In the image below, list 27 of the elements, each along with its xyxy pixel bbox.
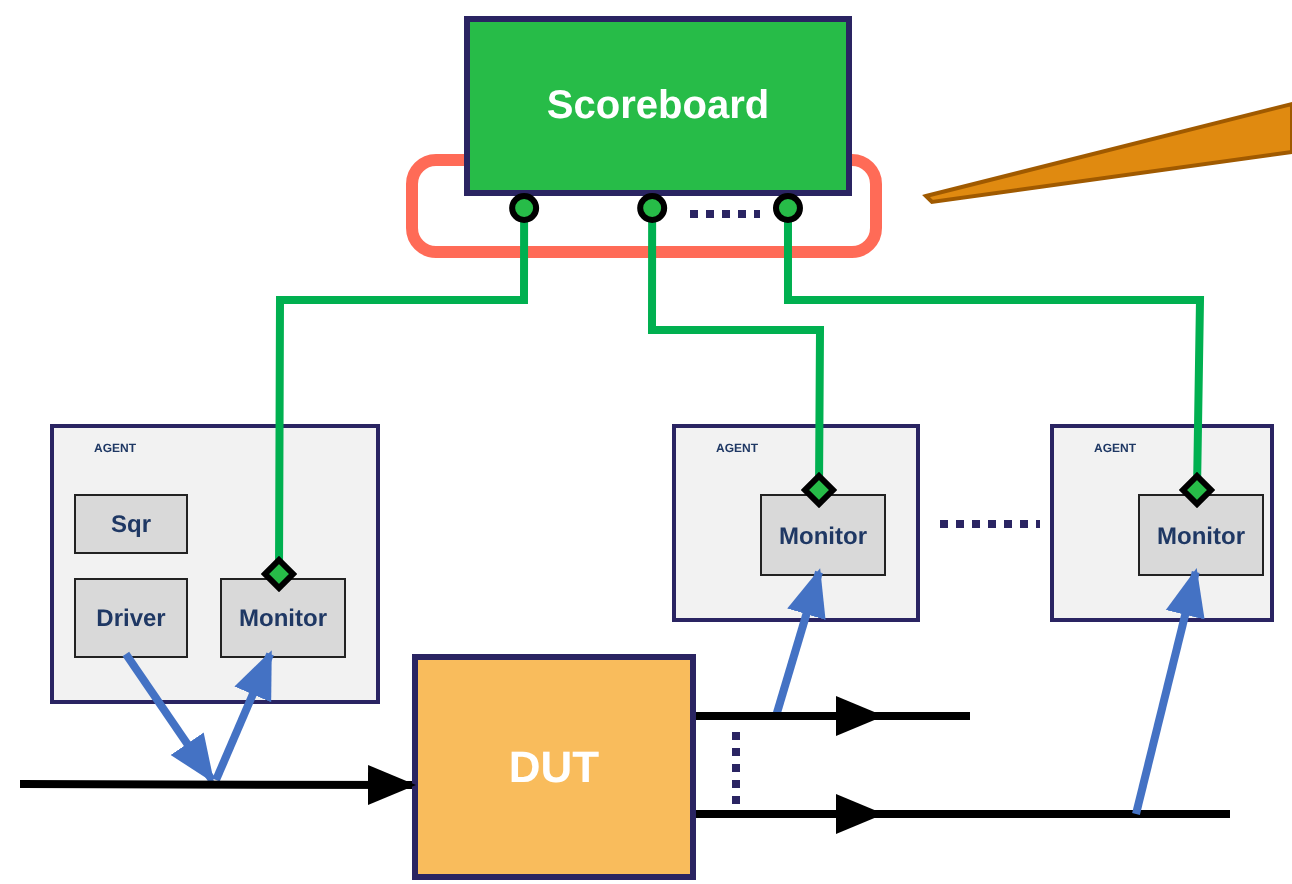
component-box — [74, 578, 188, 658]
node-label: Monitor — [239, 606, 327, 630]
arrow — [212, 650, 274, 782]
arrow — [772, 568, 826, 718]
agent-box — [1050, 424, 1274, 622]
component-box — [74, 494, 188, 554]
agent-box — [672, 424, 920, 622]
node-label: Sqr — [110, 512, 151, 536]
component-box — [220, 578, 346, 658]
component-box — [1138, 494, 1264, 576]
arrow — [696, 696, 884, 736]
arrow — [20, 764, 416, 805]
arrow — [696, 794, 884, 834]
dut-box — [412, 654, 696, 880]
connector — [773, 193, 1214, 507]
component-box — [760, 494, 886, 576]
connector — [262, 193, 540, 591]
scoreboard-box — [464, 16, 852, 196]
node-label: Monitor — [779, 523, 867, 547]
node-label: Monitor — [1157, 523, 1245, 547]
node-label: Scoreboard — [546, 86, 770, 126]
connector — [637, 193, 836, 507]
arrow — [122, 651, 216, 784]
node-label: Driver — [96, 606, 166, 630]
node-label: DUT — [508, 745, 600, 789]
agent-box — [50, 424, 380, 704]
arrow — [1132, 568, 1205, 815]
